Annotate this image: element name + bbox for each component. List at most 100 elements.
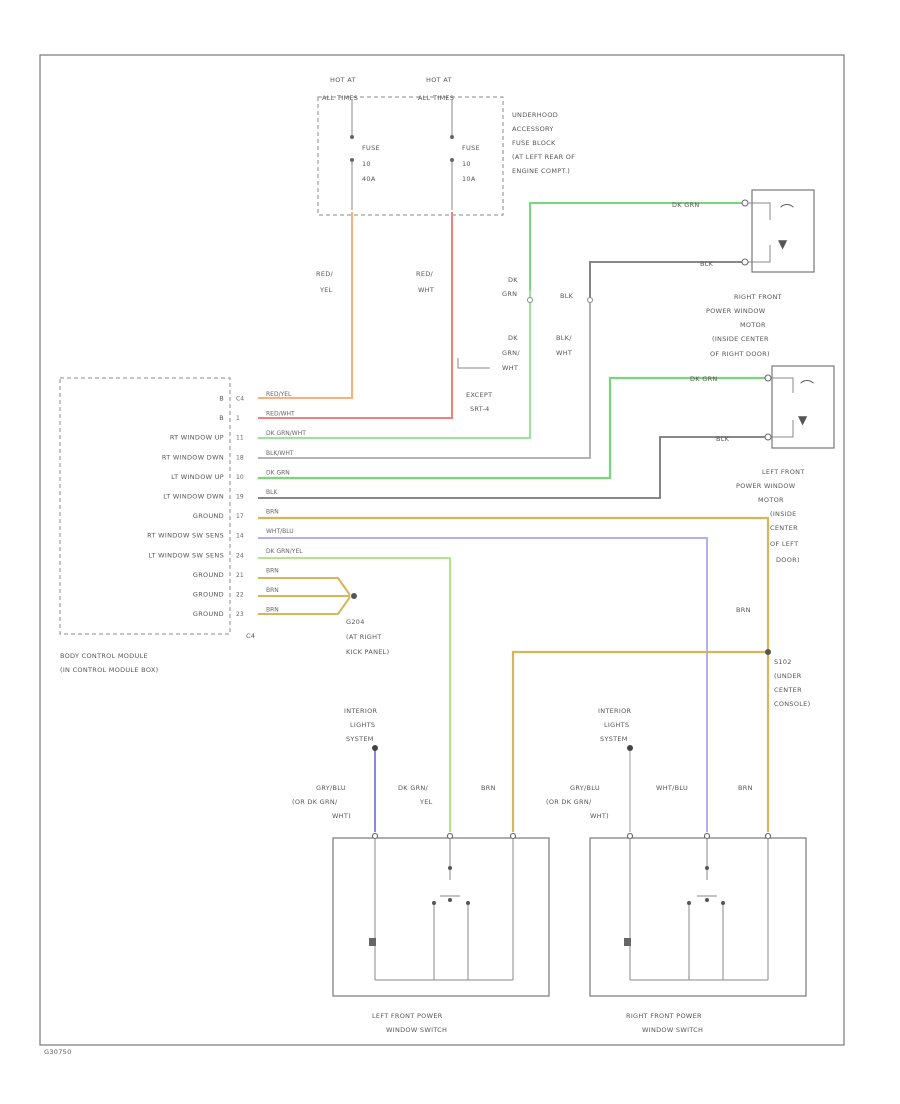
ls-label-1: LEFT FRONT POWER <box>372 1012 443 1020</box>
diagram-frame <box>39 54 845 1046</box>
fuse2-hot-label-2: ALL TIMES <box>418 94 454 102</box>
ls-wire1-2: (OR DK GRN/ <box>292 798 338 806</box>
bcm-row-pin: 1 <box>236 415 240 422</box>
bcm-row-wire-label: BLK <box>266 489 278 496</box>
bcm-row-wire-label: BRN <box>266 567 279 574</box>
except-label-1: EXCEPT <box>466 391 492 399</box>
left-switch-internals <box>369 833 516 981</box>
wire-red-yel <box>258 212 353 399</box>
wire-dk-grn-yel <box>258 557 451 832</box>
bcm-row-pin: 11 <box>236 435 244 442</box>
wire-dk-grn-wht <box>258 290 531 439</box>
wire-wht-blu <box>258 537 708 832</box>
except-label-2: SRT-4 <box>470 405 490 413</box>
wire-dk-grn-lf <box>258 376 765 480</box>
fuse-block <box>317 96 504 216</box>
wire-label-red-wht-1: RED/ <box>416 270 434 278</box>
wire-label-dk-grn-wht-3: WHT <box>502 364 518 372</box>
ls-ils-3: SYSTEM <box>346 735 374 743</box>
lf-motor-icon: ⌒ <box>800 380 814 396</box>
fuse-block-label-4: (AT LEFT REAR OF <box>512 153 575 161</box>
bcm-row-wire-label: BRN <box>266 607 279 614</box>
bcm-row-name: GROUND <box>193 571 224 579</box>
rf-motor-armature-icon: ▼ <box>778 237 788 251</box>
s102-wire: BRN <box>736 606 751 614</box>
ls-wire3: BRN <box>481 784 496 792</box>
wire-label-dk-grn-1: DK <box>508 276 518 284</box>
rf-motor-wire2: BLK <box>700 260 714 268</box>
bcm-row-name: LT WINDOW UP <box>171 473 224 481</box>
left-switch-box <box>332 837 550 997</box>
wire-blk-wht <box>258 300 591 459</box>
bcm-row-pin: 10 <box>236 474 244 481</box>
wire-label-red-yel-2: YEL <box>319 286 333 294</box>
lf-motor-label-1: LEFT FRONT <box>762 468 805 476</box>
wires <box>258 202 770 832</box>
lf-motor-label-7: DOOR) <box>776 556 800 564</box>
bcm-row-wire-label: DK GRN/YEL <box>266 548 303 555</box>
rf-motor-icon: ⌒ <box>780 204 794 220</box>
rs-wire1-2: (OR DK GRN/ <box>546 798 592 806</box>
fuse-block-label-1: UNDERHOOD <box>512 111 558 119</box>
rs-wire1-1: GRY/BLU <box>570 784 600 792</box>
rf-motor-wire1: DK GRN <box>672 201 700 209</box>
bcm-row-wire-label: DK GRN <box>266 469 290 476</box>
bcm-row-pin: 17 <box>236 513 244 520</box>
wire-brn-s102 <box>511 650 768 832</box>
ls-ils-2: LIGHTS <box>350 721 375 729</box>
wire-red-wht <box>258 212 453 419</box>
lf-motor-box <box>771 365 835 449</box>
fuse2-label: FUSE <box>462 144 480 152</box>
ls-wire1-1: GRY/BLU <box>316 784 346 792</box>
lf-motor-label-5: CENTER <box>770 524 798 532</box>
bcm-row-name: GROUND <box>193 591 224 599</box>
wire-label-blk: BLK <box>560 292 574 300</box>
wire-label-red-wht-2: WHT <box>418 286 434 294</box>
g204-label-1: G204 <box>346 618 365 626</box>
rf-motor-label-1: RIGHT FRONT <box>734 293 782 301</box>
wire-blk-rf <box>589 261 742 300</box>
wire-dk-grn-rf <box>529 202 742 290</box>
bcm-row-pin: 14 <box>236 533 244 540</box>
diagram-code: G30750 <box>44 1048 72 1056</box>
bcm-row-name: GROUND <box>193 610 224 618</box>
wire-brn-g1 <box>258 577 351 596</box>
lf-motor-label-6: OF LEFT <box>770 540 798 548</box>
s102-label-3: CENTER <box>774 686 802 694</box>
rf-motor-label-5: OF RIGHT DOOR) <box>710 350 770 358</box>
fuse1-label: FUSE <box>362 144 380 152</box>
ls-wire1-3: WHT) <box>332 812 351 820</box>
s102-label-1: S102 <box>774 658 792 666</box>
bcm-row-name: GROUND <box>193 512 224 520</box>
bcm-row-wire-label: RED/WHT <box>266 411 295 418</box>
right-switch-internals <box>624 833 771 981</box>
rf-motor-label-4: (INSIDE CENTER <box>712 335 769 343</box>
fuse1-hot-label-2: ALL TIMES <box>322 94 358 102</box>
bcm-row-wire-label: BLK/WHT <box>266 450 294 457</box>
fuse-block-label-2: ACCESSORY <box>512 125 554 133</box>
wire-blk-lf <box>258 436 765 499</box>
lf-motor-wire2: BLK <box>716 435 730 443</box>
wire-label-blk-wht-2: WHT <box>556 349 572 357</box>
bcm-row-pin: C4 <box>236 396 244 403</box>
lf-motor-label-3: MOTOR <box>758 496 784 504</box>
rs-wire1-3: WHT) <box>590 812 609 820</box>
bcm-row-name: LT WINDOW DWN <box>163 493 224 501</box>
rs-label-2: WINDOW SWITCH <box>642 1026 703 1034</box>
rs-ils-2: LIGHTS <box>604 721 629 729</box>
lf-motor-label-4: (INSIDE <box>770 510 797 518</box>
wire-label-dk-grn-wht-1: DK <box>508 334 518 342</box>
bcm-row-name: B <box>219 395 224 403</box>
bcm-row-pin: 18 <box>236 454 244 461</box>
bcm-row-wire-label: WHT/BLU <box>266 528 294 535</box>
fuse-block-label-3: FUSE BLOCK <box>512 139 556 147</box>
rs-label-1: RIGHT FRONT POWER <box>626 1012 702 1020</box>
bcm-row-pin: 22 <box>236 592 244 599</box>
fuse2-hot-label: HOT AT <box>426 76 452 84</box>
ls-ils-1: INTERIOR <box>344 707 378 715</box>
g204-label-2: (AT RIGHT <box>346 633 382 641</box>
bcm-label-2: (IN CONTROL MODULE BOX) <box>60 666 158 674</box>
